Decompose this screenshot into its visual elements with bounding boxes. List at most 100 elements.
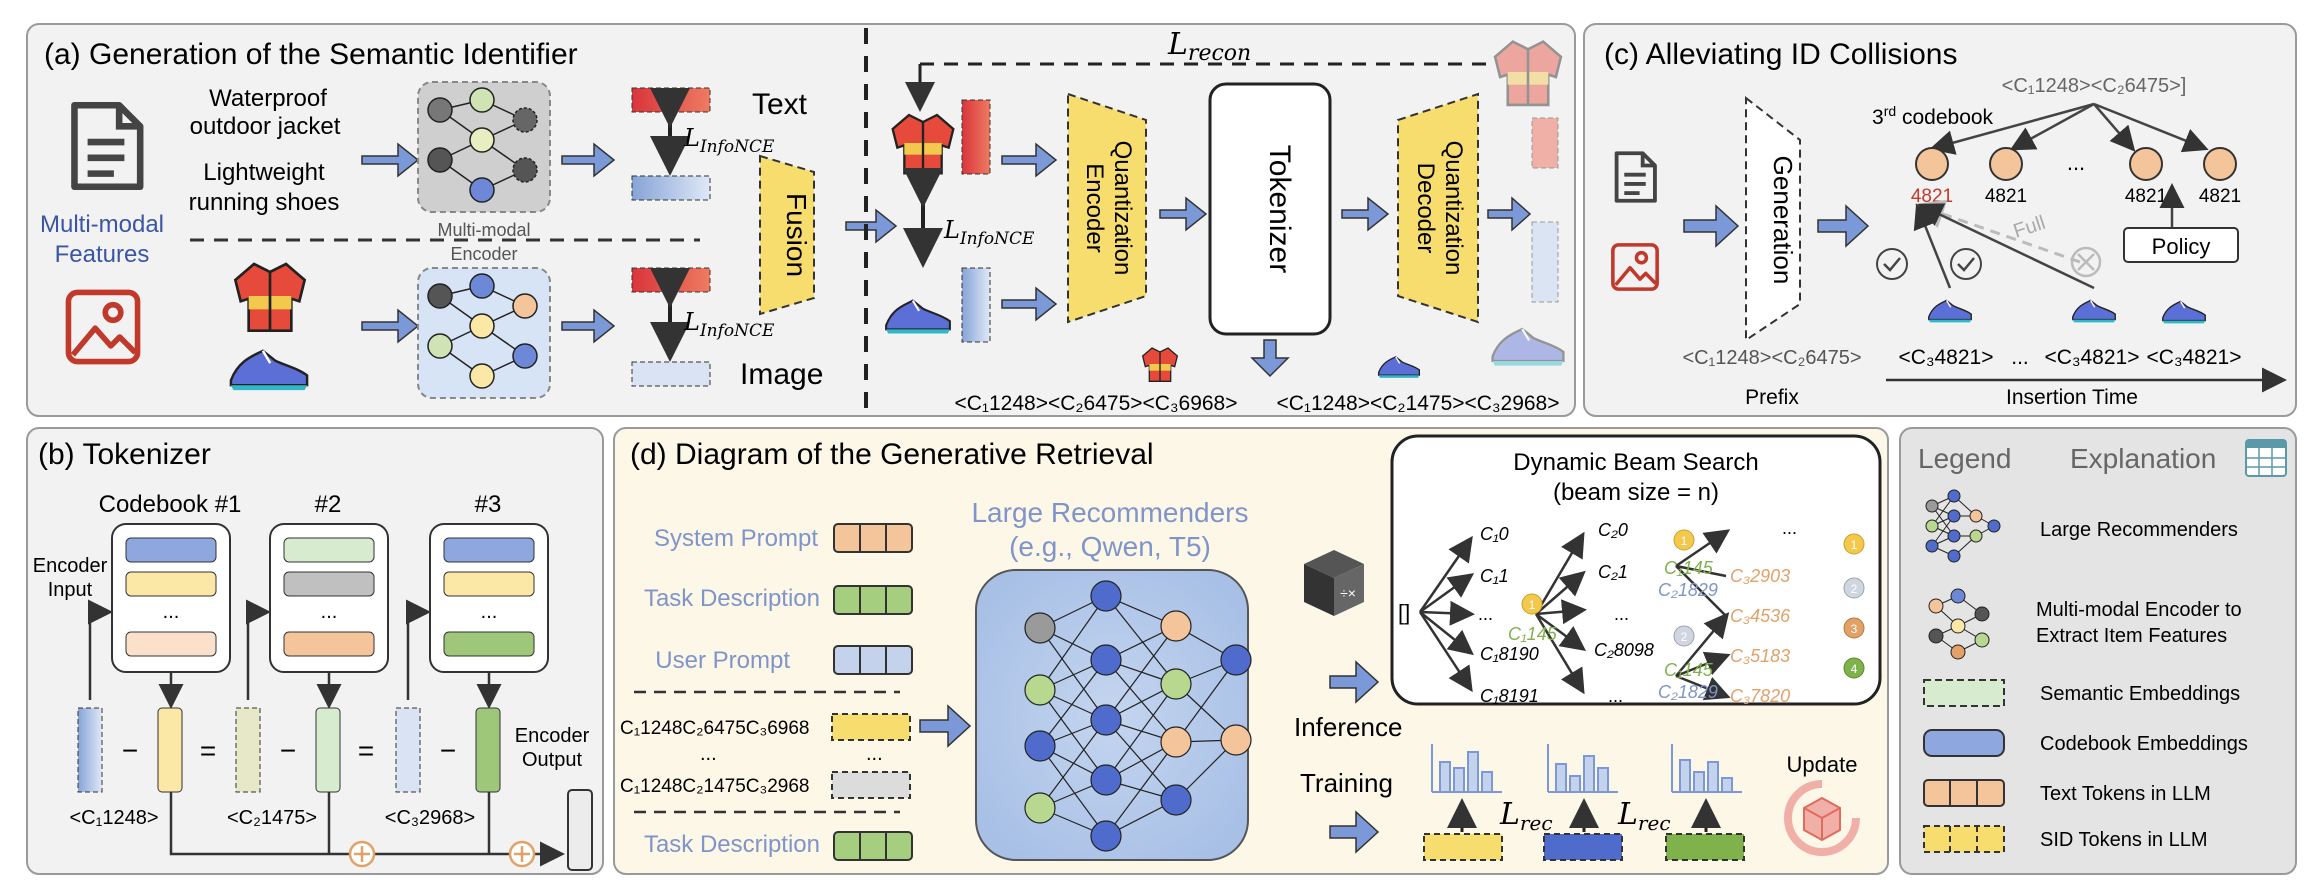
- legend-item: SID Tokens in LLM: [2040, 829, 2208, 851]
- beam-token: C₁8191: [1480, 686, 1539, 706]
- loss-rec: Lrec: [1499, 797, 1553, 835]
- beam-token: C₂1: [1598, 562, 1628, 582]
- id-label: <C₃4821>: [1899, 346, 1994, 369]
- beam-token-selected: C₂1829: [1658, 682, 1718, 702]
- id-label: <C₃4821>: [2045, 346, 2140, 369]
- beam-token-result: C₃4536: [1730, 606, 1791, 626]
- beam-token: ...: [1614, 604, 1629, 624]
- quant-encoder-label: QuantizationEncoder: [1081, 141, 1136, 276]
- medal-icon: [1521, 529, 1865, 679]
- beam-token-result: C₃5183: [1730, 646, 1790, 666]
- legend-nn-icon: [1925, 489, 2001, 563]
- encoder-label: Encoder: [450, 244, 517, 264]
- llm-network: [1024, 580, 1252, 852]
- reject-icon: [2070, 246, 2102, 278]
- beam-token: ...: [1478, 604, 1493, 624]
- beam-token: C₁1: [1480, 566, 1509, 586]
- legend-item: Multi-modal Encoder to: [2036, 599, 2242, 621]
- loss-recon: Lrecon: [1167, 27, 1251, 66]
- text-example: outdoor jacket: [190, 113, 341, 140]
- loss-infonce: LInfoNCE: [683, 308, 775, 341]
- beam-root: []: [1398, 600, 1410, 625]
- node-label: 4821: [2199, 186, 2241, 207]
- check-icon: [1876, 248, 1908, 280]
- svg-text:...: ...: [163, 601, 180, 623]
- text-example: Waterproof: [209, 85, 327, 112]
- beam-token: C₂0: [1598, 520, 1628, 540]
- text-modality-label: Text: [752, 88, 808, 121]
- task-description-label: Task Description: [644, 831, 820, 858]
- panel-b-title: (b) Tokenizer: [38, 438, 211, 471]
- code-label: <C₃2968>: [385, 807, 475, 829]
- insertion-time-label: Insertion Time: [2006, 386, 2138, 409]
- encoder-input-label: Input: [48, 579, 93, 601]
- loss-infonce: LInfoNCE: [943, 216, 1035, 249]
- codebook-3: ...: [429, 523, 549, 673]
- medal-label: 1: [1529, 598, 1536, 612]
- codebook-2: ...: [269, 523, 389, 673]
- beam-token-selected: C₁145: [1664, 558, 1714, 578]
- equals-sign: =: [200, 735, 216, 766]
- encoder-output-label: Output: [522, 749, 582, 771]
- medal-label: 4: [1851, 662, 1858, 676]
- user-prompt-label: User Prompt: [655, 647, 790, 674]
- medal-label: 1: [1681, 534, 1688, 548]
- encoder-output-label: Encoder: [515, 725, 590, 747]
- panel-a-title: (a) Generation of the Semantic Identifie…: [44, 38, 578, 71]
- codebook-1: ...: [111, 523, 231, 673]
- beam-token: ...: [1608, 686, 1623, 706]
- features-label: Multi-modal: [40, 211, 164, 238]
- medal-label: 1: [1851, 538, 1858, 552]
- sid-sequence-dots: ...: [700, 743, 717, 765]
- equals-sign: =: [358, 735, 374, 766]
- inference-label: Inference: [1294, 712, 1402, 742]
- sid-strip: [961, 99, 1559, 343]
- features-label-2: Features: [55, 241, 150, 268]
- codebook-title: #3: [475, 491, 502, 518]
- codebook-node: [1915, 147, 2237, 181]
- panel-c: (c) Alleviating ID Collisions Generation…: [1583, 23, 2297, 417]
- legend-item: Extract Item Features: [2036, 625, 2227, 647]
- token-block: [833, 523, 913, 861]
- panel-a: (a) Generation of the Semantic Identifie…: [26, 23, 1576, 417]
- table-icon: [2245, 439, 2287, 477]
- prefix-bottom: <C₁1248><C₂6475>: [1682, 347, 1861, 369]
- id-dots: ...: [2011, 346, 2029, 369]
- legend-encoder-icon: [1928, 588, 1990, 660]
- beam-token: C₁0: [1480, 524, 1509, 544]
- svg-text:÷×: ÷×: [1340, 585, 1356, 601]
- code-label: <C₁1248>: [69, 807, 158, 829]
- node-label: 4821: [1985, 186, 2027, 207]
- panel-d-title: (d) Diagram of the Generative Retrieval: [630, 438, 1154, 471]
- legend-swatch: [1923, 679, 2005, 707]
- panel-c-title: (c) Alleviating ID Collisions: [1604, 38, 1957, 71]
- medal-label: 2: [1851, 582, 1858, 596]
- encoder-label: Multi-modal: [437, 220, 530, 240]
- prefix-top: <C₁1248><C₂6475>]: [2002, 75, 2187, 97]
- legend-item: Semantic Embeddings: [2040, 683, 2240, 705]
- policy-label: Policy: [2152, 234, 2211, 259]
- legend-item: Text Tokens in LLM: [2040, 783, 2211, 805]
- legend-panel: Legend Explanation Large Recommenders: [1899, 427, 2297, 875]
- text-example: running shoes: [189, 189, 340, 216]
- svg-text:...: ...: [481, 601, 498, 623]
- legend-swatch: [1923, 825, 2005, 853]
- loss-rec: Lrec: [1617, 797, 1671, 835]
- node-dots: ...: [2067, 150, 2085, 175]
- prefix-label: Prefix: [1745, 386, 1799, 409]
- generation-label: Generation: [1768, 156, 1798, 285]
- system-prompt-label: System Prompt: [654, 525, 818, 552]
- residual-strips: [77, 707, 501, 793]
- beam-token: C₂8098: [1594, 640, 1654, 660]
- codebook-title: Codebook #1: [99, 491, 242, 518]
- legend-item: Large Recommenders: [2040, 519, 2238, 541]
- loss-infonce: LInfoNCE: [683, 124, 775, 157]
- update-icon: [1784, 780, 1860, 856]
- bar-chart-icon: [1431, 744, 1742, 793]
- minus-sign: −: [280, 735, 296, 766]
- legend-swatch: [1923, 779, 2005, 807]
- encoder-input-label: Encoder: [33, 555, 108, 577]
- quant-decoder-label: QuantizationDecoder: [1412, 141, 1467, 276]
- node-label: 4821: [2125, 186, 2167, 207]
- beam-token-result: C₃7820: [1730, 686, 1790, 706]
